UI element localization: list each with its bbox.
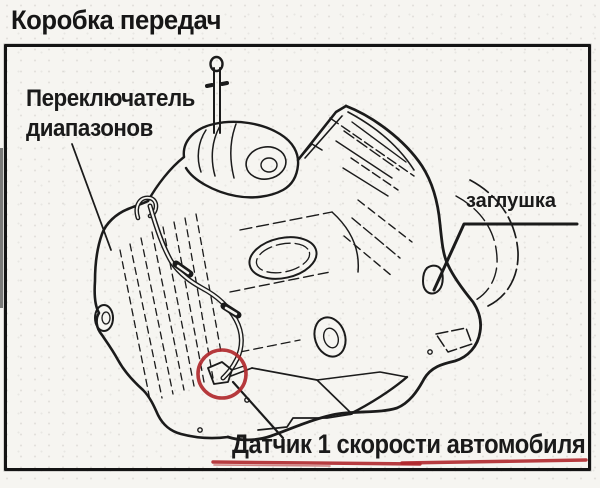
sensor-red-underline <box>211 460 422 466</box>
label-range-switch: Переключатель диапазонов <box>26 85 195 142</box>
red-highlights <box>196 348 588 467</box>
scan-edge-artifact <box>0 148 3 308</box>
clutch-housing-hatch <box>119 213 222 401</box>
page-title: Коробка передач <box>11 5 222 35</box>
plug-part <box>422 264 444 295</box>
bell-housing-arcs <box>422 179 519 353</box>
speed-sensor-highlight-circle <box>196 348 248 400</box>
case-center-details <box>229 211 360 358</box>
left-boss <box>94 304 433 433</box>
oil-pan-lines <box>230 339 409 431</box>
label-speed-sensor: Датчик 1 скорости автомобиля <box>232 429 586 459</box>
speed-sensor-part <box>207 361 245 385</box>
range-switch-drum <box>182 120 323 199</box>
sensor-red-underline-2 <box>400 458 588 465</box>
range-switch-leader-line <box>71 143 112 251</box>
diagram-frame <box>4 44 591 471</box>
label-plug: заглушка <box>466 190 556 212</box>
transmission-outline <box>93 104 482 442</box>
plug-leader-line <box>432 222 579 292</box>
speedometer-cable <box>134 195 244 381</box>
sensor-red-underline-3 <box>213 464 331 467</box>
case-rib-lines <box>329 117 415 277</box>
